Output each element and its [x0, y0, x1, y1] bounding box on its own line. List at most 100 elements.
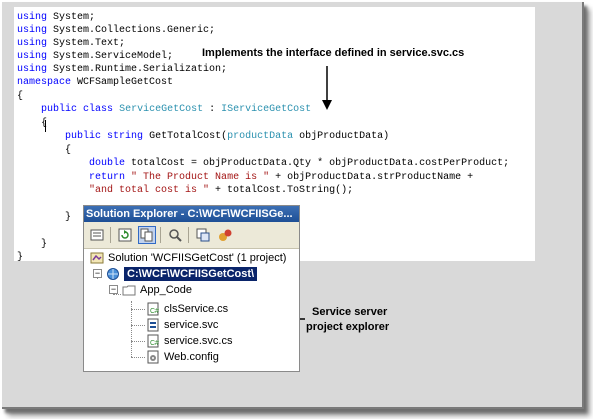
solution-label: Solution 'WCFIISGetCost' (1 project) [108, 252, 287, 264]
copy-web-icon[interactable] [166, 226, 184, 244]
code-token: class [83, 104, 114, 115]
code-token: GetTotalCost( [143, 131, 228, 142]
code-token: { [17, 91, 24, 102]
code-line: using System.Collections.Generic; [17, 24, 215, 37]
code-line: using System; [17, 11, 95, 24]
code-token: WCFSampleGetCost [71, 77, 174, 88]
collapse-folder-icon[interactable]: − [109, 284, 118, 294]
explorer-callout-line2: project explorer [306, 321, 390, 333]
code-token: } [17, 252, 24, 263]
code-token: double [89, 158, 126, 169]
web-project-icon [106, 267, 120, 281]
interface-callout: Implements the interface defined in serv… [202, 47, 465, 59]
code-line: } [17, 251, 23, 264]
cs-file-icon: C# [146, 334, 160, 348]
code-line: } [17, 238, 47, 251]
tree-item-file[interactable]: Web.config [146, 349, 219, 365]
code-token: return [89, 172, 126, 183]
code-token: using [17, 12, 48, 23]
code-token: productData [227, 131, 294, 142]
toolbar-separator [160, 227, 161, 243]
code-line: "and total cost is " + totalCost.ToStrin… [17, 184, 353, 197]
code-line: return " The Product Name is " + objProd… [17, 171, 473, 184]
svg-text:C#: C# [150, 308, 159, 315]
folder-label: App_Code [140, 284, 192, 296]
config-file-icon [146, 350, 160, 364]
explorer-callout-line1: Service server [312, 306, 388, 318]
code-token: { [17, 145, 72, 156]
code-line: double totalCost = objProductData.Qty * … [17, 157, 509, 170]
code-token: + objProductData.strProductName + [269, 172, 474, 183]
tree-line [131, 341, 145, 342]
code-token: " The Product Name is " [131, 172, 270, 183]
cs-file-icon: C# [146, 302, 160, 316]
svg-text:C#: C# [150, 340, 159, 347]
code-token: System.Collections.Generic; [47, 25, 216, 36]
code-token: : [203, 104, 222, 115]
code-token: IServiceGetCost [221, 104, 312, 115]
solution-explorer[interactable]: Solution Explorer - C:\WCF\WCFIISGe... [83, 205, 300, 372]
tree-item-file[interactable]: C# clsService.cs [146, 301, 228, 317]
solution-explorer-title[interactable]: Solution Explorer - C:\WCF\WCFIISGe... [84, 206, 299, 222]
nest-icon[interactable] [194, 226, 212, 244]
code-token: using [17, 64, 48, 75]
code-token: } [17, 239, 48, 250]
code-token: System.ServiceModel; [47, 51, 174, 62]
code-token: + totalCost.ToString(); [209, 185, 354, 196]
code-line: public class ServiceGetCost : IServiceGe… [17, 103, 311, 116]
code-token: using [17, 51, 48, 62]
code-line: } [17, 211, 71, 224]
tree-line [113, 294, 121, 295]
code-line: namespace WCFSampleGetCost [17, 76, 173, 89]
toolbar-separator [188, 227, 189, 243]
code-token: totalCost = objProductData.Qty * objProd… [125, 158, 510, 169]
project-label: C:\WCF\WCFIISGetCost\ [124, 267, 258, 281]
tree-line [131, 357, 145, 358]
code-line: using System.ServiceModel; [17, 50, 173, 63]
solution-explorer-toolbar [84, 222, 299, 249]
code-line: using System.Runtime.Serialization; [17, 63, 227, 76]
tree-item-file[interactable]: C# service.svc.cs [146, 333, 232, 349]
file-label: Web.config [164, 351, 219, 363]
code-line: using System.Text; [17, 37, 125, 50]
code-token: using [17, 25, 48, 36]
properties-icon[interactable] [88, 226, 106, 244]
code-token: public [65, 131, 102, 142]
tree-item-file[interactable]: service.svc [146, 317, 218, 333]
code-token: namespace [17, 77, 72, 88]
code-line: { [17, 117, 47, 130]
text-caret [45, 120, 46, 132]
code-token: string [107, 131, 144, 142]
tree-item-solution[interactable]: Solution 'WCFIISGetCost' (1 project) [90, 250, 286, 266]
code-token: using [17, 38, 48, 49]
code-line: { [17, 144, 71, 157]
code-token: public [41, 104, 78, 115]
code-token: ServiceGetCost [119, 104, 204, 115]
solution-tree: Solution 'WCFIISGetCost' (1 project) − C… [84, 249, 299, 371]
code-line: public string GetTotalCost(productData o… [17, 130, 389, 143]
tree-item-project[interactable]: C:\WCF\WCFIISGetCost\ [106, 266, 258, 282]
tree-line [131, 325, 145, 326]
file-label: service.svc [164, 319, 219, 331]
tree-line [131, 309, 145, 310]
code-token: System.Runtime.Serialization; [47, 64, 228, 75]
config-icon[interactable] [216, 226, 234, 244]
code-line: { [17, 90, 23, 103]
tree-item-app-code[interactable]: App_Code [122, 282, 192, 298]
code-token: "and total cost is " [89, 185, 210, 196]
solution-icon [90, 251, 104, 265]
toolbar-separator [110, 227, 111, 243]
folder-icon [122, 283, 136, 297]
code-token: System.Text; [47, 38, 126, 49]
collapse-project-icon[interactable]: − [93, 268, 102, 278]
code-token: System; [47, 12, 96, 23]
file-label: service.svc.cs [164, 335, 233, 347]
code-token: } [17, 212, 72, 223]
code-token: { [17, 118, 48, 129]
show-all-files-icon[interactable] [138, 226, 156, 244]
code-token: objProductData) [293, 131, 390, 142]
tree-line [131, 301, 132, 357]
refresh-icon[interactable] [116, 226, 134, 244]
svc-file-icon [146, 318, 160, 332]
